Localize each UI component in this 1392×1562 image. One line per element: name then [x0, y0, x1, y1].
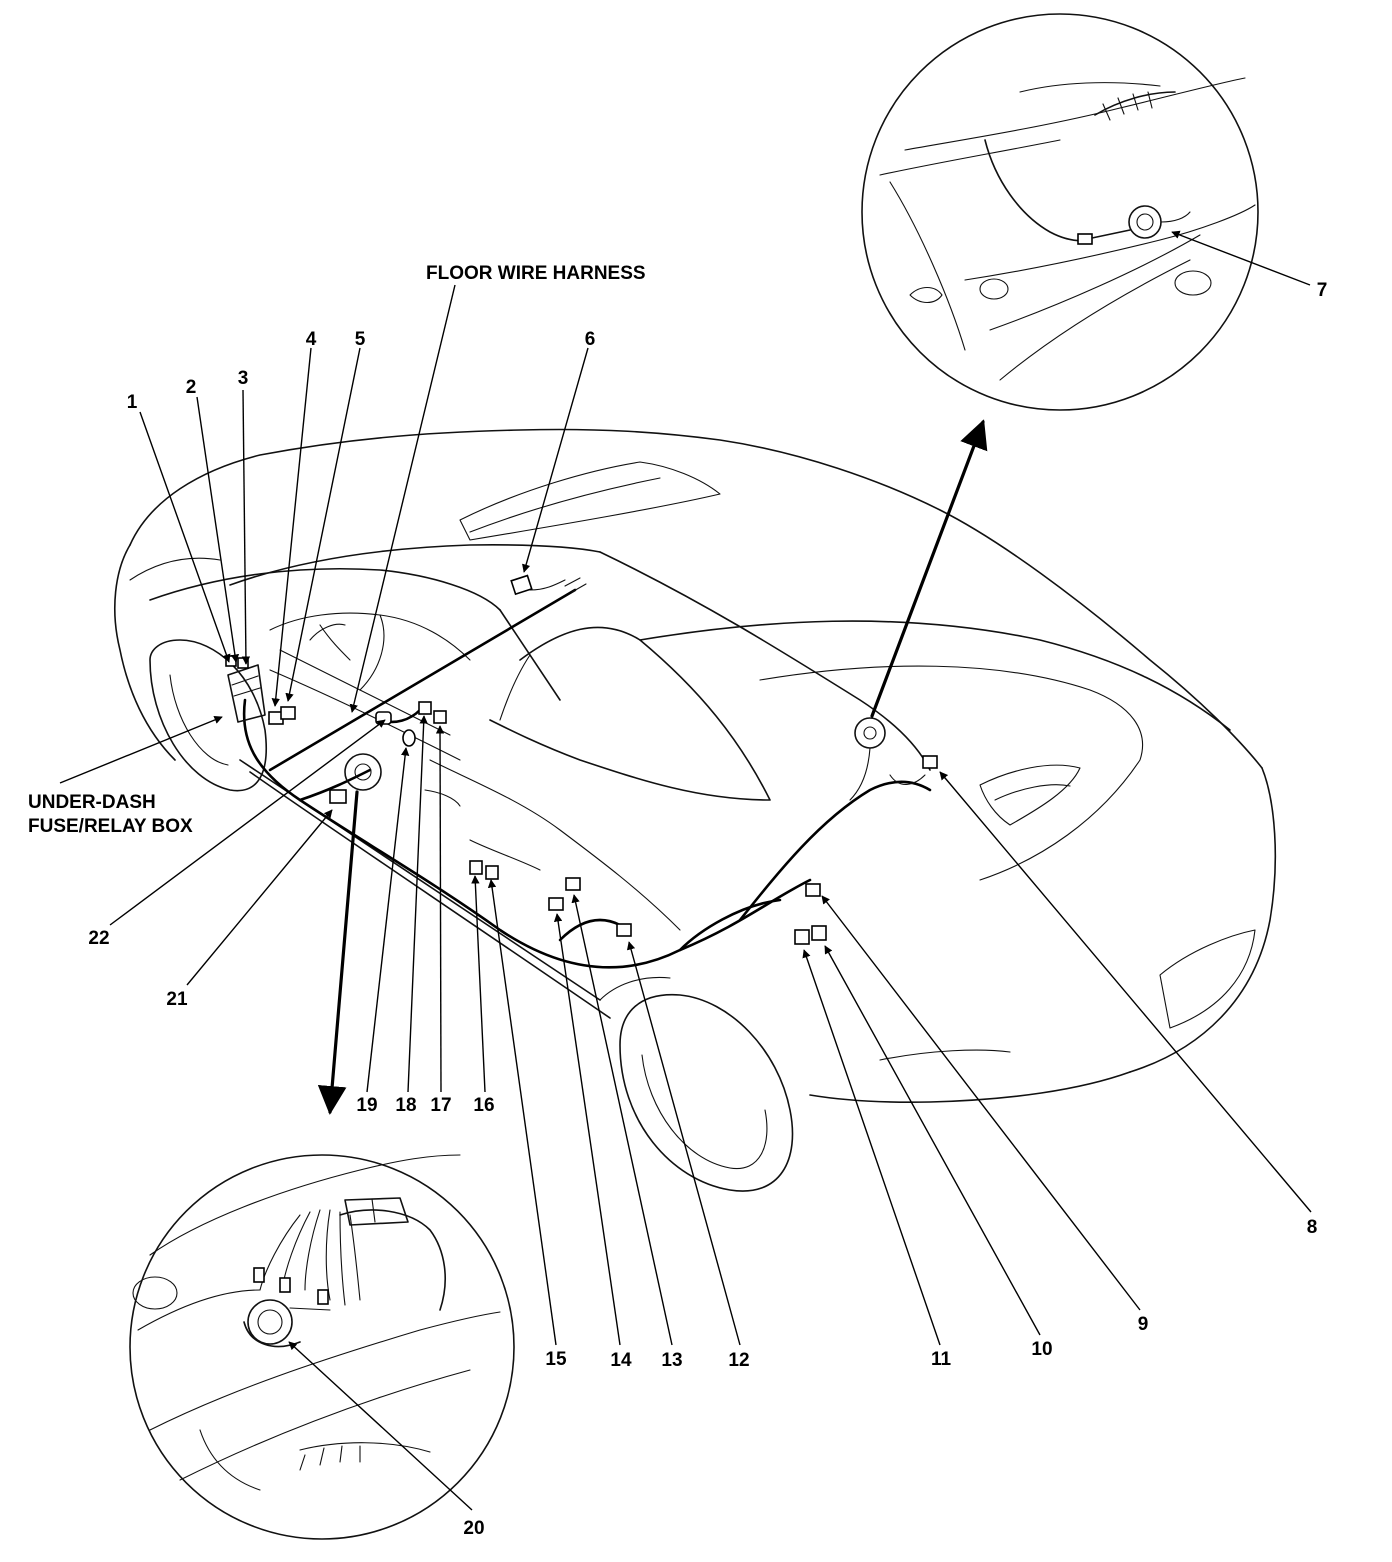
under-dash-fuse-relay-box [225, 655, 266, 723]
leader-lines [59, 230, 1312, 1511]
callout-4: 4 [306, 329, 317, 350]
callout-10: 10 [1031, 1339, 1052, 1360]
callout-6: 6 [585, 329, 596, 350]
callout-12: 12 [728, 1350, 749, 1371]
callout-17: 17 [430, 1095, 451, 1116]
caption-fuse-box-line2: FUSE/RELAY BOX [28, 816, 193, 837]
callout-3: 3 [238, 368, 249, 389]
car-body [114, 428, 1277, 1192]
callout-14: 14 [610, 1350, 632, 1371]
callout-8: 8 [1307, 1217, 1318, 1238]
captions: FLOOR WIRE HARNESS UNDER-DASH FUSE/RELAY… [28, 263, 646, 837]
callout-16: 16 [473, 1095, 494, 1116]
caption-fuse-box-line1: UNDER-DASH [28, 792, 156, 813]
callout-7: 7 [1317, 280, 1328, 301]
callout-18: 18 [395, 1095, 416, 1116]
callout-1: 1 [127, 392, 138, 413]
caption-floor-wire-harness: FLOOR WIRE HARNESS [426, 263, 646, 284]
detail-view-ground-7 [861, 13, 1259, 411]
callout-5: 5 [355, 329, 366, 350]
callout-13: 13 [661, 1350, 682, 1371]
callout-numbers: 1 2 3 4 5 6 7 8 9 10 11 12 13 14 15 16 1… [88, 280, 1327, 1539]
callout-11: 11 [931, 1349, 952, 1370]
callout-9: 9 [1138, 1314, 1149, 1335]
callout-2: 2 [186, 377, 197, 398]
callout-19: 19 [356, 1095, 377, 1116]
detail-view-ground-20 [129, 1154, 515, 1540]
detail-view-arrows [317, 419, 988, 1115]
connectors [268, 574, 938, 945]
callout-20: 20 [463, 1518, 484, 1539]
callout-21: 21 [166, 989, 188, 1010]
callout-22: 22 [88, 928, 109, 949]
callout-15: 15 [545, 1349, 567, 1370]
floor-wire-harness [242, 577, 932, 969]
